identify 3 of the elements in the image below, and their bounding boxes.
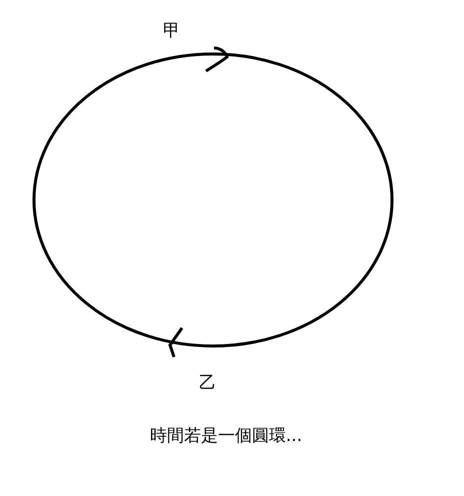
caption: 時間若是一個圓環... [148,428,304,445]
point-label: 乙 [199,375,216,392]
point-label: 甲 [163,23,180,40]
